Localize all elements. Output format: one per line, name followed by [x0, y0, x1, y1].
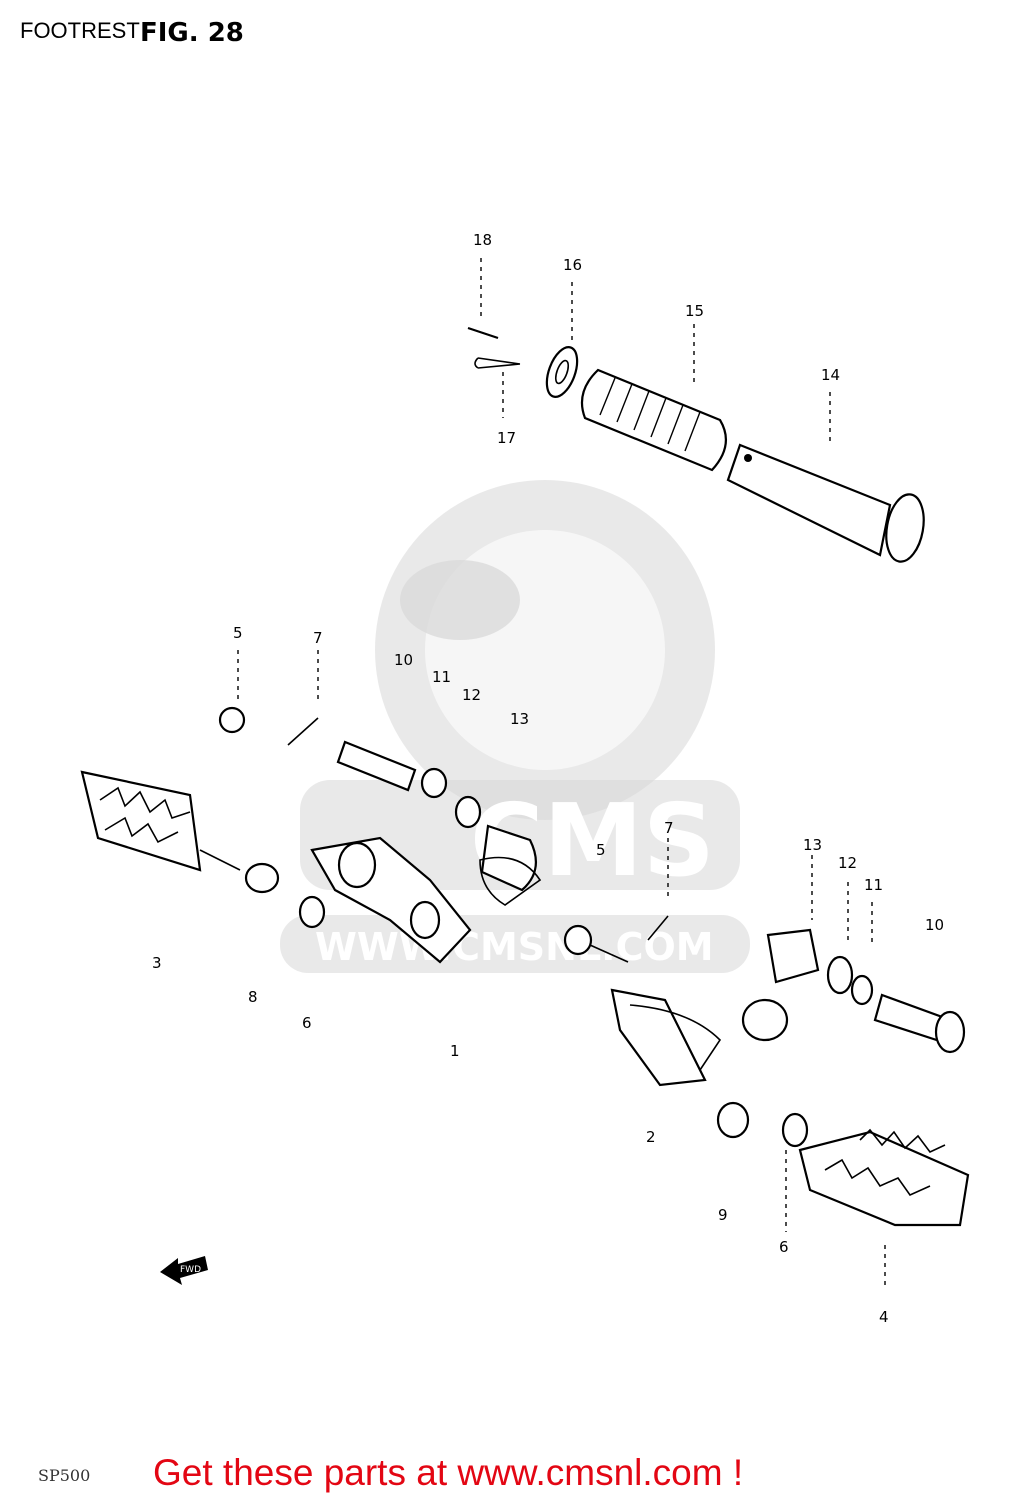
- callout-11-right: 11: [864, 876, 883, 894]
- callout-6-left: 6: [302, 1014, 312, 1032]
- callout-16: 16: [563, 256, 582, 274]
- left-footrest-peg: [80, 770, 326, 929]
- callout-5-right: 5: [596, 841, 606, 859]
- rear-footrest-assembly: [467, 258, 925, 563]
- callout-13-right: 13: [803, 836, 822, 854]
- callout-6-right: 6: [779, 1238, 789, 1256]
- diagram-code: SP500: [38, 1466, 91, 1485]
- callout-10-left: 10: [394, 651, 413, 669]
- callout-3: 3: [152, 954, 162, 972]
- watermark-url: WWW.CMSNL.COM: [315, 925, 714, 969]
- callout-14: 14: [821, 366, 840, 384]
- right-footrest-peg: [798, 1128, 970, 1290]
- callout-11-left: 11: [432, 668, 451, 686]
- forward-direction-arrow: FWD: [160, 1256, 208, 1285]
- callout-4: 4: [879, 1308, 889, 1326]
- callout-1: 1: [450, 1042, 460, 1060]
- callout-17: 17: [497, 429, 516, 447]
- callout-7-left: 7: [313, 629, 323, 647]
- fwd-label: FWD: [180, 1265, 201, 1275]
- callout-8: 8: [248, 988, 258, 1006]
- parts-link-banner[interactable]: Get these parts at www.cmsnl.com !: [153, 1452, 744, 1493]
- callout-15: 15: [685, 302, 704, 320]
- callout-7-right: 7: [664, 819, 674, 837]
- figure-label: FIG. 28: [140, 18, 244, 48]
- callout-5-left: 5: [233, 624, 243, 642]
- callout-13-left: 13: [510, 710, 529, 728]
- callout-18: 18: [473, 231, 492, 249]
- callout-labels: 18 16 15 14 17 5 7 10 11 12 13 5 7 13 12…: [152, 231, 944, 1326]
- right-footrest-parts: [563, 915, 966, 1232]
- callout-9: 9: [718, 1206, 728, 1224]
- callout-2: 2: [646, 1128, 656, 1146]
- callout-10-right: 10: [925, 916, 944, 934]
- callout-leaders: [237, 650, 873, 945]
- callout-12-left: 12: [462, 686, 481, 704]
- callout-12-right: 12: [838, 854, 857, 872]
- left-footrest-bracket: [218, 706, 542, 964]
- page-title: FOOTREST: [20, 18, 140, 43]
